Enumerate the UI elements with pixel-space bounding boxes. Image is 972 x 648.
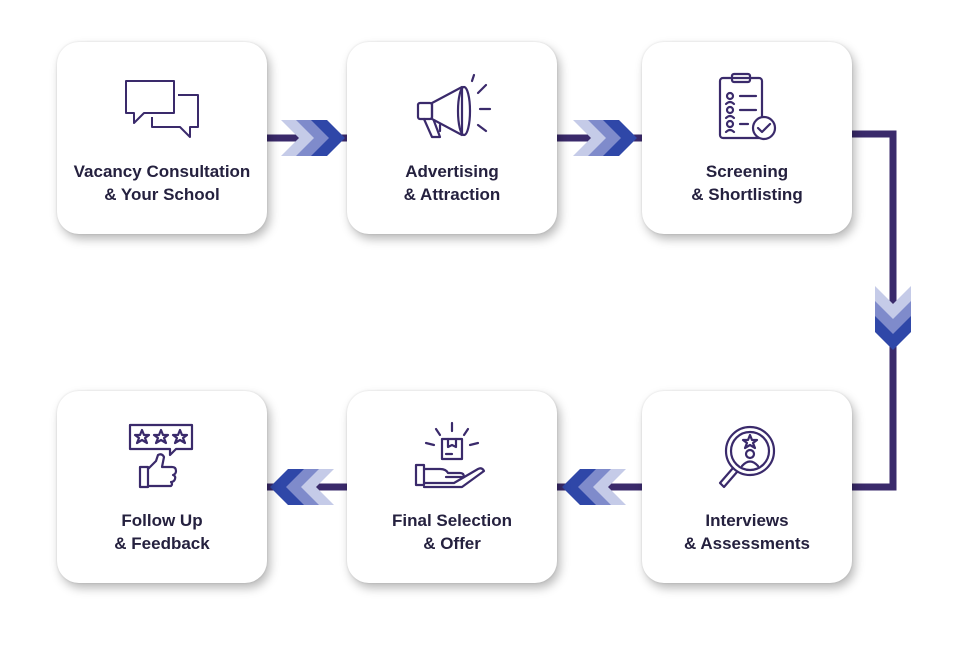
step-label: Vacancy Consultation & Your School — [57, 160, 267, 206]
step-label: Interviews & Assessments — [642, 509, 852, 555]
magnifier-person-icon — [642, 419, 852, 495]
step-label: Final Selection & Offer — [347, 509, 557, 555]
step-card-advertising: Advertising & Attraction — [347, 42, 557, 234]
chevron-arrow-down — [875, 286, 911, 350]
step-subtitle: & Feedback — [114, 534, 210, 553]
chevron-arrow-right-2 — [573, 120, 637, 156]
step-card-vacancy-consultation: Vacancy Consultation & Your School — [57, 42, 267, 234]
clipboard-check-icon — [642, 70, 852, 146]
chevron-arrow-left-2 — [270, 469, 334, 505]
step-title: Screening — [705, 162, 789, 181]
rating-thumbs-up-icon — [57, 419, 267, 495]
step-label: Advertising & Attraction — [347, 160, 557, 206]
step-subtitle: & Assessments — [684, 534, 810, 553]
step-card-follow-up: Follow Up & Feedback — [57, 391, 267, 583]
step-title: Final Selection — [392, 511, 512, 530]
chevron-arrow-right-1 — [281, 120, 345, 156]
step-subtitle: & Offer — [423, 534, 481, 553]
step-subtitle: & Your School — [104, 185, 220, 204]
step-card-screening: Screening & Shortlisting — [642, 42, 852, 234]
chevron-arrow-left-1 — [562, 469, 626, 505]
step-title: Advertising — [405, 162, 499, 181]
hand-box-icon — [347, 419, 557, 495]
step-label: Screening & Shortlisting — [642, 160, 852, 206]
megaphone-icon — [347, 70, 557, 146]
step-title: Interviews — [705, 511, 789, 530]
step-subtitle: & Attraction — [403, 185, 501, 204]
chat-bubbles-icon — [57, 70, 267, 146]
step-title: Follow Up — [121, 511, 203, 530]
step-title: Vacancy Consultation — [73, 162, 251, 181]
step-label: Follow Up & Feedback — [57, 509, 267, 555]
step-card-interviews: Interviews & Assessments — [642, 391, 852, 583]
step-subtitle: & Shortlisting — [691, 185, 803, 204]
step-card-final-selection: Final Selection & Offer — [347, 391, 557, 583]
